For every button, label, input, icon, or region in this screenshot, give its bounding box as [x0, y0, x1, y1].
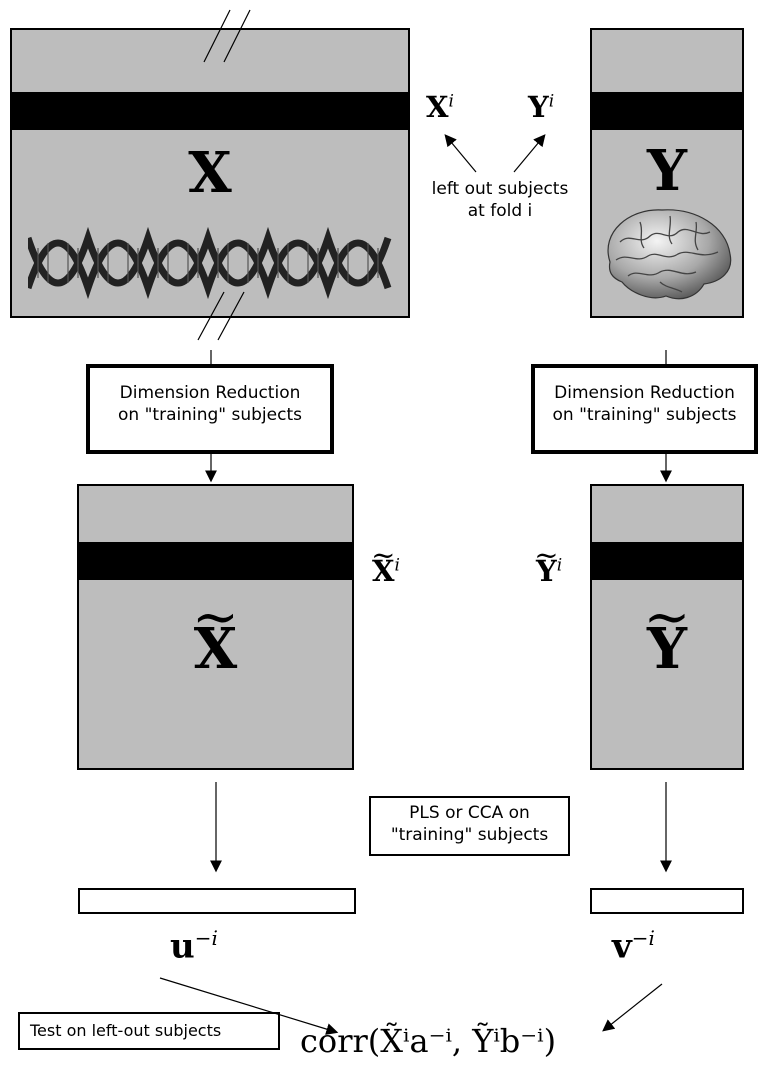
x-tilde-letter: X [194, 616, 237, 682]
dim-reduction-right-box: Dimension Reduction on "training" subjec… [531, 364, 758, 454]
u-letter: u [170, 926, 195, 967]
x-matrix-letter: X [188, 140, 232, 206]
y-tilde-matrix: Y [590, 484, 744, 770]
x-break-mark-top-1 [203, 9, 231, 63]
x-tilde-i-letter: X [372, 554, 395, 588]
v-superscript: −i [631, 926, 655, 950]
x-tilde-i-superscript: i [394, 555, 400, 576]
v-to-corr-arrow [602, 983, 663, 1032]
dim-reduction-right-line1: Dimension Reduction [554, 383, 735, 403]
v-vector-bar [590, 888, 744, 914]
y-tilde-i-superscript: i [556, 555, 563, 576]
u-superscript: −i [194, 926, 218, 950]
x-tilde-matrix: X [77, 484, 354, 770]
y-tilde-matrix-letter: Y [592, 616, 742, 682]
v-letter: v [612, 926, 632, 967]
x-break-mark-bottom-1 [197, 291, 225, 341]
x-left-out-band [12, 92, 408, 130]
x-tilde-left-out-band [79, 542, 352, 580]
y-tilde-i-letter: Y [536, 554, 557, 588]
y-i-label: Yi [528, 90, 554, 124]
x-matrix: X [10, 28, 410, 318]
y-matrix-letter: Y [647, 138, 687, 204]
pls-cca-box: PLS or CCA on "training" subjects [369, 796, 570, 856]
x-tilde-matrix-letter: X [79, 616, 352, 682]
left-out-subjects-line1: left out subjects [431, 179, 569, 199]
pls-cca-line2: "training" subjects [390, 825, 549, 846]
x-i-letter: X [426, 90, 449, 124]
y-tilde-letter: Y [647, 616, 687, 682]
u-vector-bar [78, 888, 356, 914]
y-i-letter: Y [528, 90, 549, 124]
dim-reduction-left-box: Dimension Reduction on "training" subjec… [86, 364, 334, 454]
left-out-subjects-note: left out subjects at fold i [412, 178, 588, 222]
y-tilde-i-label: Yi [536, 554, 562, 588]
x-i-label: Xi [426, 90, 454, 124]
dim-reduction-left-line1: Dimension Reduction [119, 383, 301, 403]
corr-formula: corr(X̃ⁱa⁻ⁱ, Ỹⁱb⁻ⁱ) [300, 1022, 557, 1060]
test-left-out-box: Test on left-out subjects [18, 1012, 280, 1050]
u-minus-i-label: u−i [170, 926, 218, 966]
dim-reduction-left-line2: on "training" subjects [118, 405, 302, 426]
y-left-out-band [592, 92, 742, 130]
brain-icon [607, 209, 732, 300]
test-left-out-label: Test on left-out subjects [30, 1021, 222, 1040]
dna-helix-icon [28, 226, 392, 300]
x-break-mark-top-2 [223, 9, 251, 63]
y-i-superscript: i [548, 91, 555, 112]
y-matrix: Y [590, 28, 744, 318]
v-minus-i-label: v−i [612, 926, 655, 966]
note-to-x-i-arrow [444, 134, 477, 173]
u-to-corr-arrow [159, 977, 339, 1035]
dim-reduction-right-line2: on "training" subjects [552, 405, 737, 426]
x-break-mark-bottom-2 [217, 291, 245, 341]
y-tilde-left-out-band [592, 542, 742, 580]
x-i-superscript: i [448, 91, 454, 112]
note-to-y-i-arrow [513, 134, 546, 173]
left-out-subjects-line2: at fold i [467, 201, 533, 222]
pls-cca-line1: PLS or CCA on [409, 803, 530, 823]
x-tilde-i-label: Xi [372, 554, 400, 588]
